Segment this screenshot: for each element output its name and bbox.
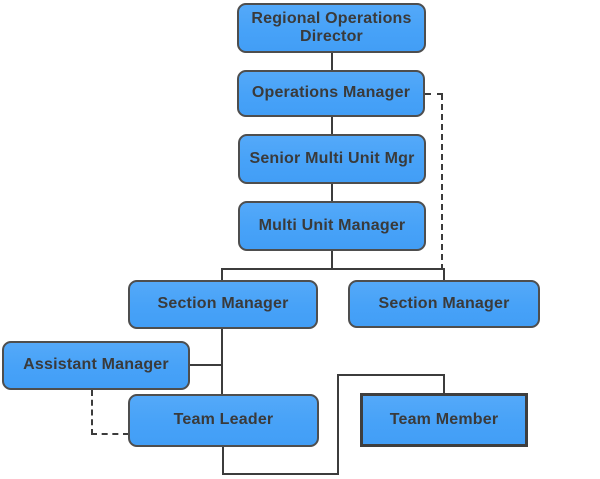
node-label: Team Member [389, 410, 499, 428]
dashed-connector-operations-right [425, 93, 443, 95]
connector-team-member-riser [337, 375, 339, 475]
connector-to-team-member [443, 374, 445, 395]
node-assistant-manager: Assistant Manager [2, 341, 190, 390]
node-senior-multi-unit-mgr: Senior Multi Unit Mgr [238, 134, 426, 184]
dashed-connector-assistant-to-team-leader [91, 433, 129, 435]
node-label: Regional Operations Director [251, 9, 412, 45]
connector-operations-to-senior [331, 116, 333, 135]
connector-team-leader-down [222, 446, 224, 475]
node-multi-unit-manager: Multi Unit Manager [238, 201, 426, 251]
connector-section-left-to-team-leader [221, 328, 223, 396]
node-label: Section Manager [378, 294, 510, 312]
node-section-manager-left: Section Manager [128, 280, 318, 329]
dashed-connector-operations-to-section-right [441, 94, 443, 270]
node-operations-manager: Operations Manager [237, 70, 425, 117]
connector-multi-to-branch [331, 250, 333, 269]
node-label: Operations Manager [251, 84, 411, 102]
node-team-leader: Team Leader [128, 394, 319, 447]
node-label: Assistant Manager [23, 356, 169, 374]
node-label: Team Leader [173, 411, 274, 429]
connector-senior-to-multi [331, 183, 333, 202]
node-label: Senior Multi Unit Mgr [249, 149, 415, 167]
connector-branch-bus [221, 268, 445, 270]
node-section-manager-right: Section Manager [348, 280, 540, 328]
connector-branch-to-section-right [443, 268, 445, 282]
connector-team-leader-bottom-run [222, 473, 339, 475]
connector-team-member-top-run [337, 374, 445, 376]
node-team-member: Team Member [360, 393, 528, 447]
dashed-connector-assistant-down [91, 390, 93, 435]
node-regional-operations-director: Regional Operations Director [237, 3, 426, 53]
node-label: Multi Unit Manager [258, 216, 406, 234]
connector-branch-to-section-left [221, 268, 223, 282]
node-label: Section Manager [157, 295, 289, 313]
connector-regional-to-operations [331, 52, 333, 71]
connector-assistant-to-trunk [189, 364, 223, 366]
